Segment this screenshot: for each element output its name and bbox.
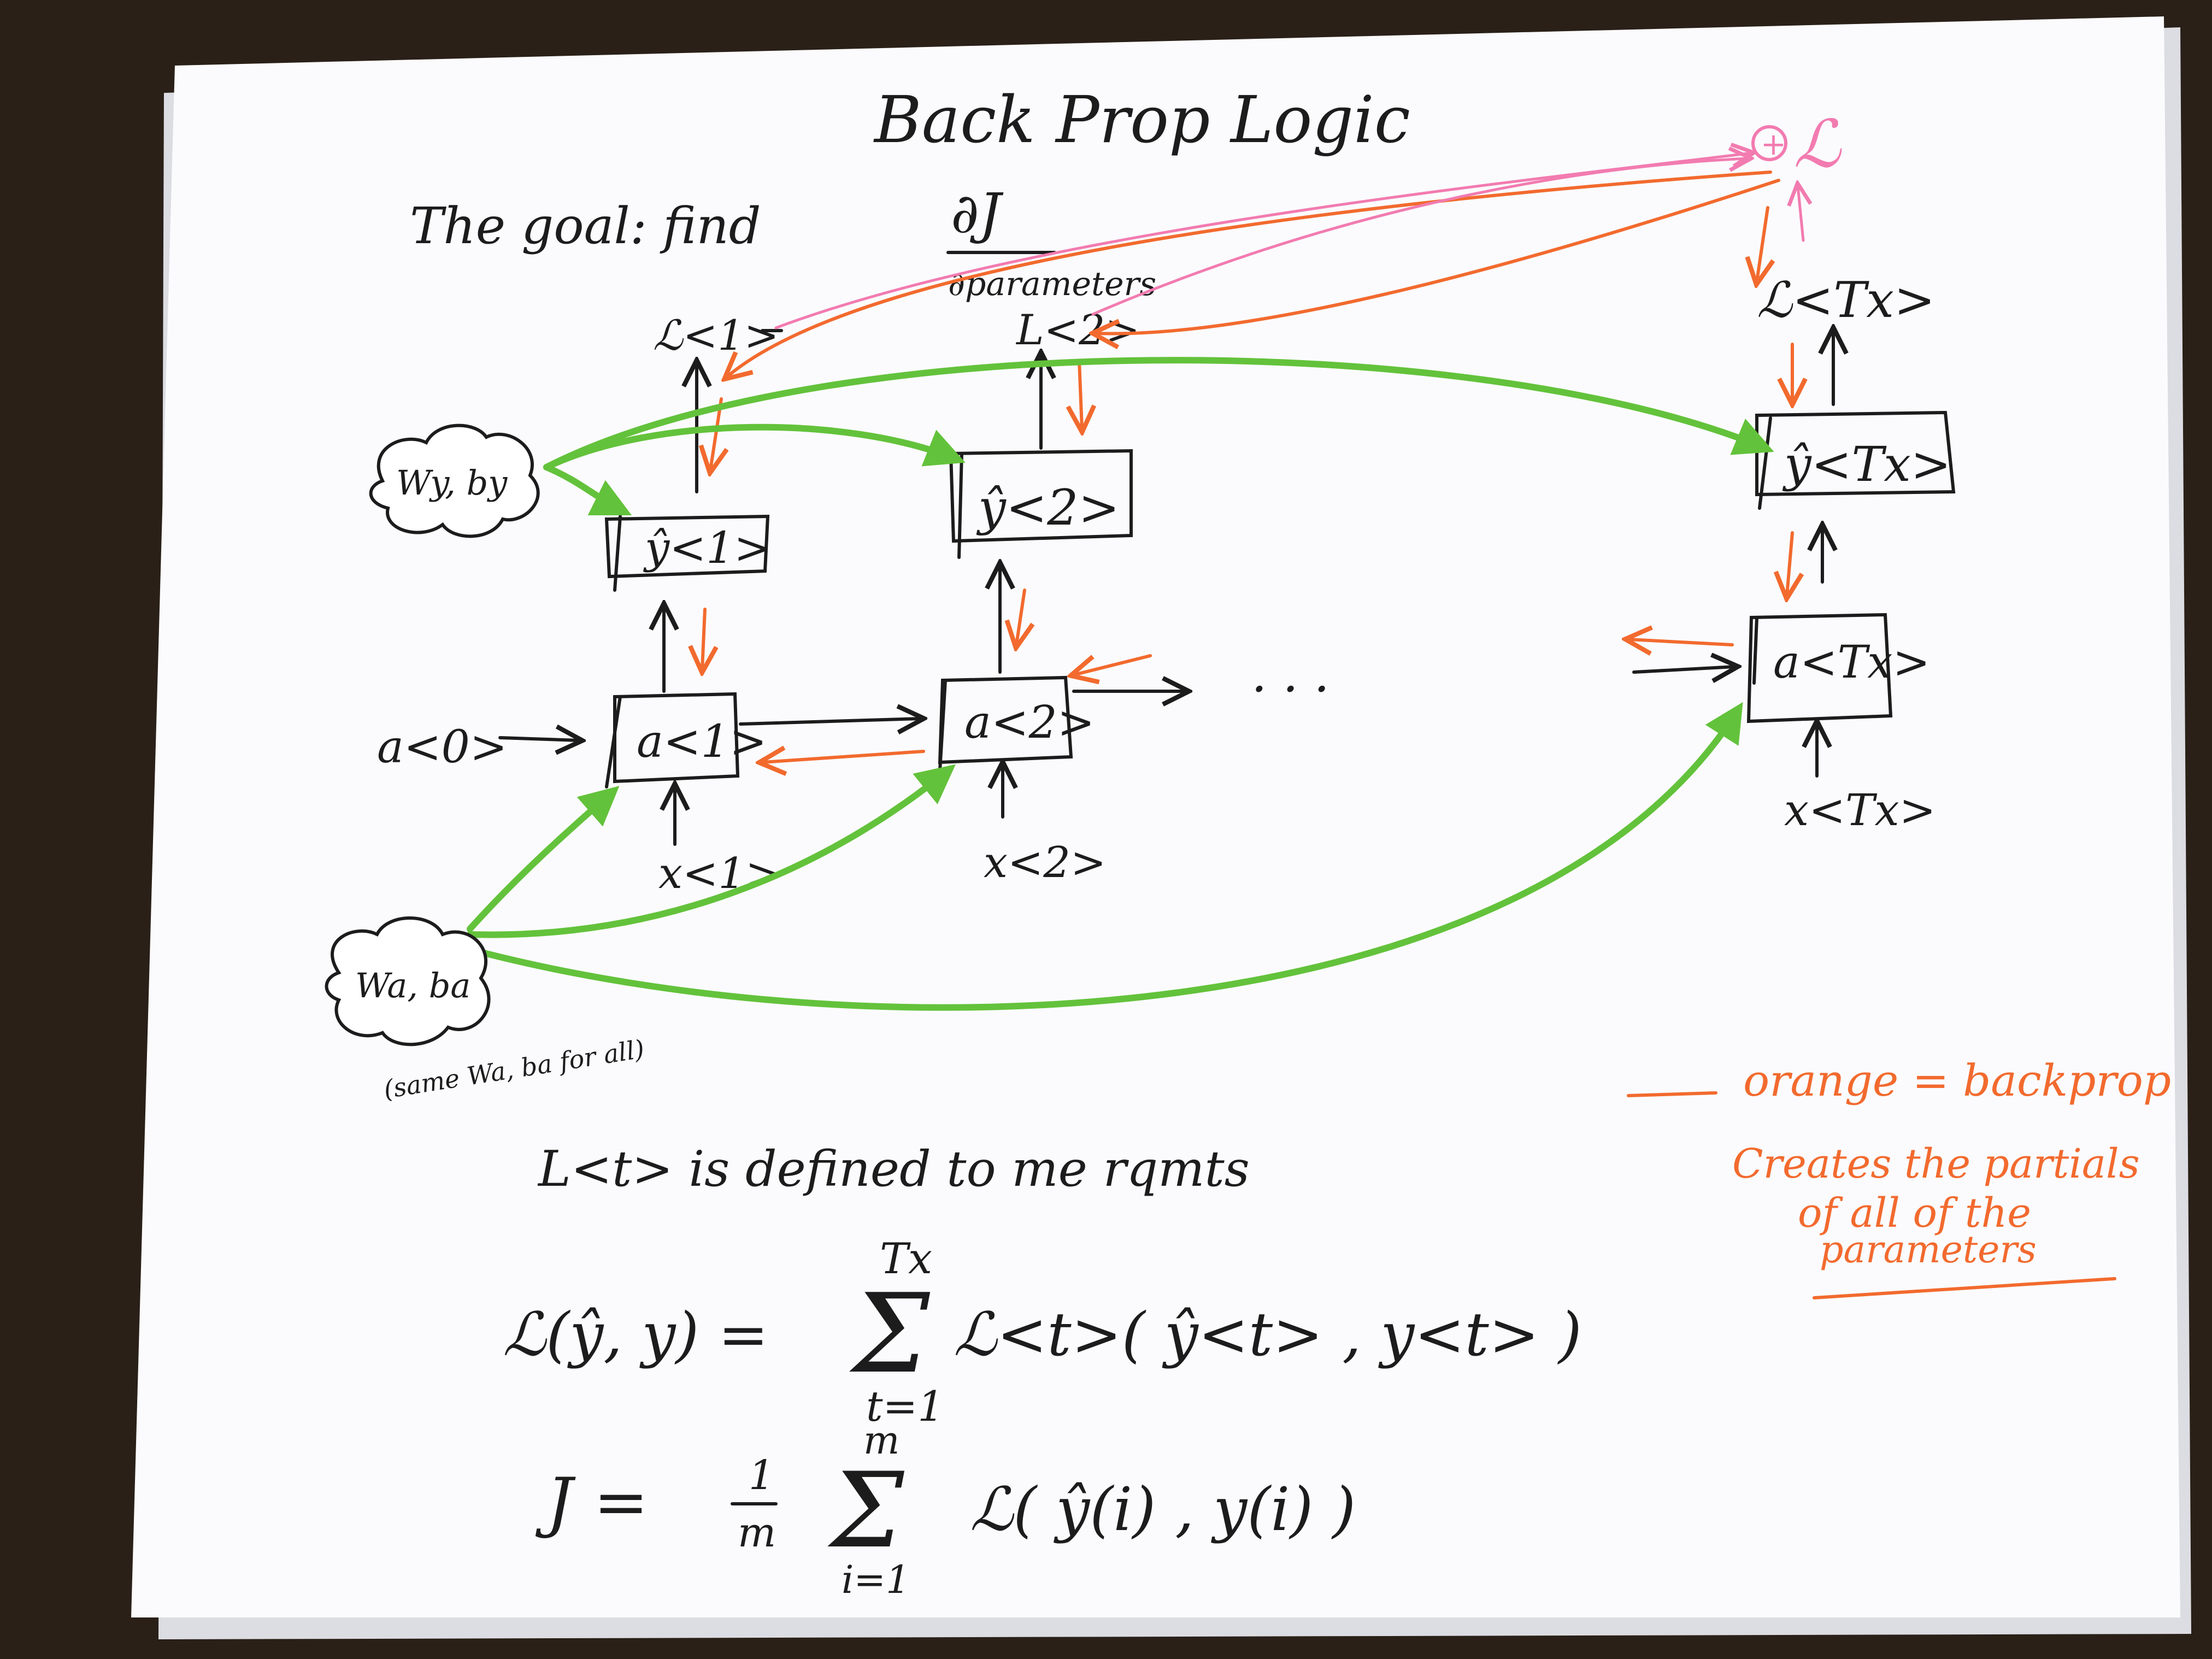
wy-by-label: Wy, by bbox=[396, 463, 508, 503]
loss-definition-note: L<t> is defined to me rqmts bbox=[537, 1140, 1250, 1198]
f2-sigma: Σ bbox=[827, 1450, 905, 1571]
legend: orange = backprop Creates the partials o… bbox=[1627, 1055, 2171, 1299]
f2-frac-den: m bbox=[738, 1509, 776, 1556]
activation-box-2: a<2> bbox=[938, 675, 1095, 772]
legend-swatch bbox=[1627, 1091, 1717, 1097]
total-loss-formula: ℒ(ŷ, y) = Tx Σ t=1 ℒ<t>( ŷ<t> , y<t> ) bbox=[503, 1234, 1582, 1431]
input-x2: x<2> bbox=[984, 838, 1106, 887]
activation-box-tx: a<Tx> bbox=[1746, 613, 1930, 723]
wy-by-cloud: Wy, by bbox=[369, 423, 540, 538]
f2-lhs: J = bbox=[535, 1464, 649, 1540]
yhat-1-label: ŷ<1> bbox=[643, 522, 770, 573]
yhat-box-1: ŷ<1> bbox=[604, 514, 770, 592]
yhat-box-2: ŷ<2> bbox=[949, 449, 1133, 559]
f2-sum-top: m bbox=[863, 1418, 899, 1463]
ellipsis: . . . bbox=[1251, 646, 1329, 703]
legend-line-1: orange = backprop bbox=[1743, 1055, 2171, 1106]
f2-frac-num: 1 bbox=[749, 1452, 774, 1499]
backprop-arrows bbox=[702, 170, 1792, 762]
goal-text: The goal: find bbox=[410, 197, 761, 255]
f1-lhs: ℒ(ŷ, y) = bbox=[503, 1299, 768, 1369]
loss-1: ℒ<1> bbox=[653, 311, 779, 360]
loss-2: L<2> bbox=[1015, 305, 1140, 354]
legend-line-3: of all of the bbox=[1798, 1190, 2031, 1237]
input-xtx: x<Tx> bbox=[1784, 785, 1936, 836]
f1-sum-bottom: t=1 bbox=[866, 1382, 944, 1431]
input-x1: x<1> bbox=[658, 849, 781, 898]
activation-2-label: a<2> bbox=[964, 697, 1095, 749]
f2-rhs: ℒ( ŷ(i) , y(i) ) bbox=[970, 1474, 1356, 1544]
activation-0: a<0> bbox=[377, 721, 507, 773]
activation-tx-label: a<Tx> bbox=[1773, 637, 1930, 689]
wa-ba-cloud: Wa, ba bbox=[325, 916, 491, 1046]
forward-arrows bbox=[498, 331, 1833, 846]
legend-line-4: parameters bbox=[1820, 1228, 2037, 1272]
parameter-arrows bbox=[467, 357, 1774, 1011]
cost-formula: J = 1 m m Σ i=1 ℒ( ŷ(i) , y(i) ) bbox=[535, 1418, 1356, 1602]
loss-tx: ℒ<Tx> bbox=[1757, 272, 1935, 329]
f1-sum-top: Tx bbox=[880, 1234, 932, 1284]
loss-total: ℒ bbox=[1793, 107, 1842, 183]
loss-sum-arrows bbox=[774, 153, 1803, 330]
activation-box-1: a<1> bbox=[605, 692, 767, 789]
yhat-box-tx: ŷ<Tx> bbox=[1755, 410, 1956, 510]
wa-ba-label: Wa, ba bbox=[355, 966, 470, 1005]
goal-denominator: ∂parameters bbox=[948, 265, 1156, 303]
yhat-2-label: ŷ<2> bbox=[976, 479, 1120, 537]
page-title: Back Prop Logic bbox=[873, 82, 1410, 157]
sum-plus: + bbox=[1761, 127, 1786, 162]
f2-sum-bottom: i=1 bbox=[842, 1557, 910, 1602]
legend-line-2: Creates the partials bbox=[1732, 1140, 2140, 1187]
f1-rhs: ℒ<t>( ŷ<t> , y<t> ) bbox=[954, 1299, 1582, 1369]
f1-sigma: Σ bbox=[849, 1270, 931, 1398]
goal-numerator: ∂J bbox=[951, 181, 1004, 245]
legend-underline bbox=[1813, 1277, 2116, 1299]
yhat-tx-label: ŷ<Tx> bbox=[1782, 436, 1951, 492]
